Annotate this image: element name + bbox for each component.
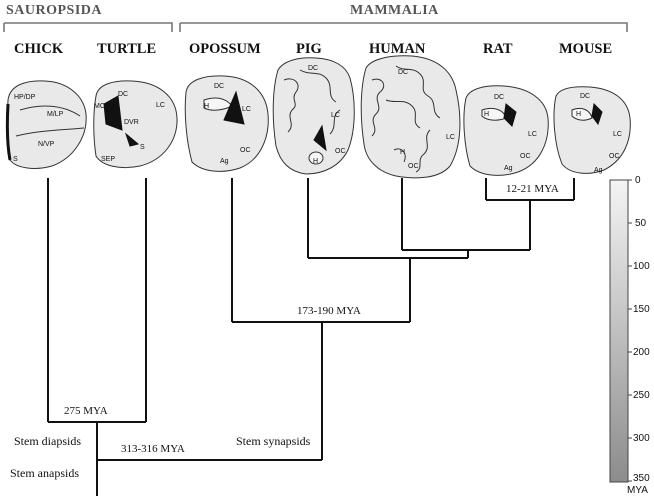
group-label-sauropsida: SAUROPSIDA <box>6 3 103 18</box>
svg-text:H: H <box>400 149 405 156</box>
stem-anapsids-label: Stem anapsids <box>10 466 79 480</box>
svg-text:LC: LC <box>156 102 165 109</box>
svg-text:OC: OC <box>520 153 531 160</box>
sauropsida-bracket <box>3 22 173 32</box>
stem-synapsids-label: Stem synapsids <box>236 434 311 448</box>
node-label-rodent-split: 12-21 MYA <box>506 183 559 195</box>
node-label-sauropsid-split: 275 MYA <box>64 405 108 417</box>
turtle-brain-section: DC MC DVR LC S SEP <box>93 80 178 169</box>
svg-text:OC: OC <box>609 153 620 160</box>
scale-tick-250: 250 <box>633 390 650 401</box>
phylogenetic-tree <box>47 178 575 496</box>
svg-text:Ag: Ag <box>504 165 513 172</box>
mouse-brain-section: DC H LC OC Ag <box>553 86 631 174</box>
svg-text:SEP: SEP <box>101 156 115 163</box>
rat-brain-section: DC H LC OC Ag <box>463 85 549 176</box>
species-label-rat: RAT <box>483 41 513 57</box>
time-scale-bar <box>609 179 629 483</box>
group-label-mammalia: MAMMALIA <box>350 3 439 18</box>
svg-text:OC: OC <box>335 148 346 155</box>
svg-text:DC: DC <box>118 91 128 98</box>
svg-text:H: H <box>313 158 318 165</box>
scale-tick-350: 350 <box>633 473 650 484</box>
svg-text:DC: DC <box>398 69 408 76</box>
svg-text:H: H <box>576 111 581 118</box>
svg-text:MC: MC <box>94 103 105 110</box>
scale-tick-50: 50 <box>635 218 647 229</box>
svg-text:Ag: Ag <box>220 158 229 165</box>
svg-text:OC: OC <box>408 163 419 170</box>
scale-tick-150: 150 <box>633 304 650 315</box>
scale-tick-300: 300 <box>633 433 650 444</box>
species-label-pig: PIG <box>296 41 322 57</box>
svg-text:LC: LC <box>331 112 340 119</box>
svg-text:DC: DC <box>308 65 318 72</box>
human-brain-section: DC LC H OC <box>360 55 461 179</box>
svg-text:M/LP: M/LP <box>47 111 64 118</box>
node-label-mammal-split: 173-190 MYA <box>297 305 361 317</box>
svg-text:DC: DC <box>494 94 504 101</box>
svg-text:LC: LC <box>613 131 622 138</box>
scale-tick-100: 100 <box>633 261 650 272</box>
svg-text:HP/DP: HP/DP <box>14 94 36 101</box>
svg-text:DC: DC <box>214 83 224 90</box>
species-label-opossum: OPOSSUM <box>189 41 261 57</box>
scale-unit-label: MYA <box>627 485 648 496</box>
species-label-turtle: TURTLE <box>97 41 157 57</box>
svg-text:S: S <box>13 156 18 163</box>
svg-text:S: S <box>140 144 145 151</box>
opossum-brain-section: DC H LC OC Ag <box>184 75 269 172</box>
stem-diapsids-label: Stem diapsids <box>14 434 82 448</box>
scale-tick-200: 200 <box>633 347 650 358</box>
svg-text:DVR: DVR <box>124 119 139 126</box>
svg-text:N/VP: N/VP <box>38 141 55 148</box>
species-label-human: HUMAN <box>369 41 426 57</box>
pig-brain-section: DC LC OC H <box>272 57 355 175</box>
svg-text:LC: LC <box>242 106 251 113</box>
svg-text:H: H <box>484 111 489 118</box>
node-label-amniote-split: 313-316 MYA <box>121 443 185 455</box>
svg-text:LC: LC <box>528 131 537 138</box>
svg-text:DC: DC <box>580 93 590 100</box>
species-label-mouse: MOUSE <box>559 41 613 57</box>
svg-text:H: H <box>204 103 209 110</box>
species-label-chick: CHICK <box>14 41 64 57</box>
mammalia-bracket <box>179 22 628 32</box>
svg-text:Ag: Ag <box>594 167 603 174</box>
svg-text:OC: OC <box>240 147 251 154</box>
time-scale-ticks <box>628 179 632 482</box>
svg-text:LC: LC <box>446 134 455 141</box>
chick-brain-section: HP/DP M/LP N/VP S <box>5 80 87 169</box>
scale-tick-0: 0 <box>635 175 641 186</box>
